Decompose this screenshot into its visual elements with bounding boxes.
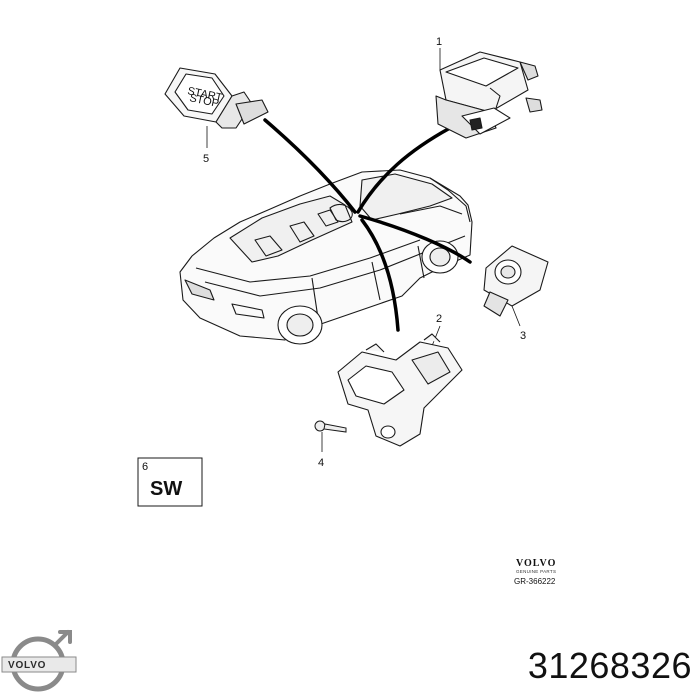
software-label: SW (150, 478, 182, 500)
callout-1: 1 (436, 36, 442, 48)
callout-4: 4 (318, 457, 324, 469)
antenna-part (483, 245, 549, 317)
callout-line-2 (431, 325, 441, 347)
brand-sub: GENUINE PARTS (516, 569, 556, 574)
volvo-logo: VOLVO (1, 630, 77, 692)
bolt-part (314, 420, 347, 433)
reference-code: GR-366222 (514, 577, 556, 586)
software-box (137, 457, 203, 507)
callout-5: 5 (203, 153, 209, 165)
control-module-part (435, 51, 543, 139)
steering-lock-bracket-part (337, 333, 463, 447)
callout-line-3 (511, 305, 521, 327)
callout-3: 3 (520, 330, 526, 342)
logo-text: VOLVO (8, 660, 46, 671)
callout-2: 2 (436, 313, 442, 325)
part-number: 31268326 (527, 645, 692, 686)
brand-name: VOLVO (516, 558, 556, 569)
start-stop-button-part: START STOP (164, 67, 269, 129)
car-illustration (179, 169, 473, 345)
callout-6: 6 (142, 461, 148, 473)
leader-lines (263, 118, 472, 332)
